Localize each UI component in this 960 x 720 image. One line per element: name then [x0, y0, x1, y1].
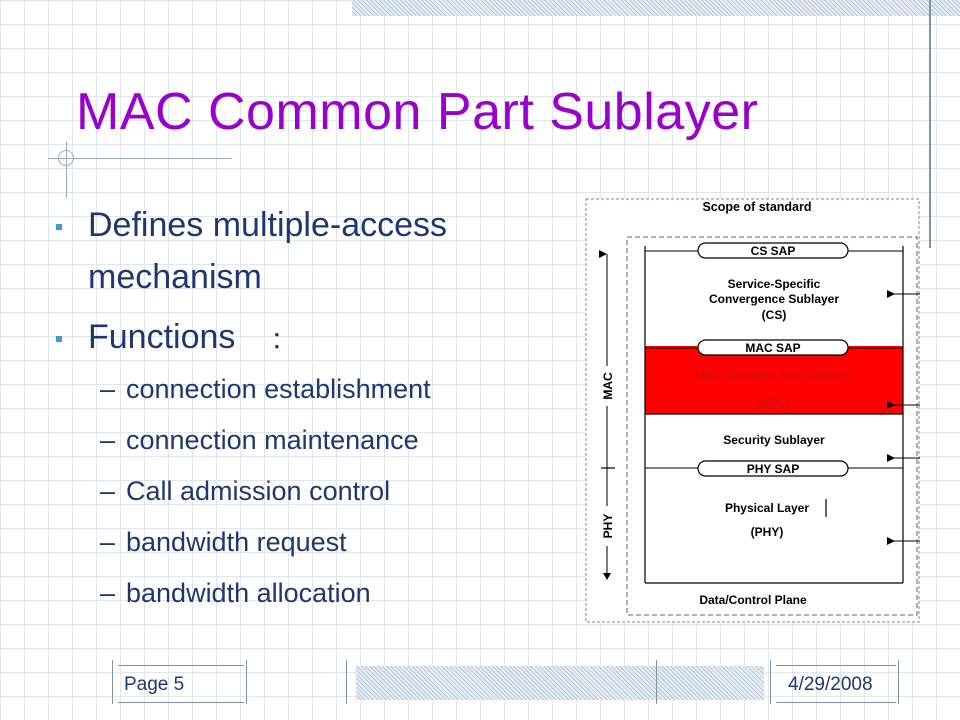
footer-page-number: Page 5	[124, 674, 185, 695]
sub-bullet: –bandwidth request	[100, 527, 347, 558]
cps-title-line1: MAC Common Part Sublayer	[696, 370, 853, 382]
mac-axis-label-bg	[599, 366, 615, 406]
phy-axis-label-bg	[599, 506, 615, 546]
sub-bullet-text: connection establishment	[126, 374, 431, 404]
footer-divider	[656, 660, 657, 704]
sub-bullet: –bandwidth allocation	[100, 578, 371, 609]
title-vertical-line	[66, 142, 67, 198]
sub-bullet: –Call admission control	[100, 476, 390, 507]
sub-bullet-text: bandwidth request	[126, 527, 347, 557]
dash-marker: –	[100, 527, 116, 557]
diagram-outer-frame	[585, 198, 920, 623]
scope-label: Scope of standard	[702, 200, 811, 214]
top-decoration	[352, 0, 960, 16]
cps-title-line2: (MPC)	[756, 398, 789, 410]
mac-axis-label: MAC	[601, 372, 615, 400]
protocol-stack-diagram: Scope of standard CS SAP Service-Specifi…	[585, 198, 920, 623]
title-ring-decoration	[58, 150, 74, 166]
data-control-plane-label: Data/Control Plane	[699, 593, 807, 607]
cs-sap-label: CS SAP	[751, 244, 796, 258]
phy-axis-label: PHY	[601, 514, 615, 539]
dash-marker: –	[100, 374, 116, 404]
title-underline	[48, 158, 232, 159]
right-decor-line	[929, 0, 931, 248]
phy-span-arrowhead	[603, 573, 611, 580]
footer-date-box	[776, 665, 896, 703]
phy-title-line1: Physical Layer	[725, 501, 809, 515]
mac-sap-pill	[697, 339, 849, 356]
phy-sap-pill	[697, 460, 849, 477]
footer-divider	[246, 660, 247, 704]
sub-bullet-text: connection maintenance	[126, 425, 419, 455]
security-sublayer-label: Security Sublayer	[723, 433, 825, 447]
bullet-text: Functions ：	[88, 316, 295, 362]
mpc-highlight	[645, 346, 903, 414]
bullet-text: Defines multiple-access	[88, 206, 448, 244]
sub-bullet-text: Call admission control	[126, 476, 391, 506]
bullet-marker	[56, 224, 62, 230]
dash-marker: –	[100, 578, 116, 608]
footer-divider	[112, 660, 113, 704]
bullet-colon: ：	[270, 327, 295, 354]
bullet-label: Functions	[88, 318, 236, 356]
footer-divider	[770, 660, 771, 704]
footer-divider	[346, 660, 347, 704]
sub-bullet: –connection establishment	[100, 374, 431, 405]
sub-bullet: –connection maintenance	[100, 425, 419, 456]
dash-marker: –	[100, 425, 116, 455]
sub-bullet-text: bandwidth allocation	[126, 578, 371, 608]
slide-title: MAC Common Part Sublayer	[76, 83, 759, 141]
bullet-marker	[56, 336, 62, 342]
cs-sap-pill	[697, 242, 849, 259]
scope-dashed-box	[626, 236, 918, 616]
dash-marker: –	[100, 476, 116, 506]
cs-title-line3: (CS)	[762, 308, 787, 322]
footer-divider	[898, 660, 899, 704]
cs-title-line1: Service-Specific	[728, 277, 821, 291]
mac-sap-label: MAC SAP	[745, 341, 800, 355]
footer-page-box	[118, 665, 244, 703]
phy-title-line2: (PHY)	[751, 525, 784, 539]
footer-date: 4/29/2008	[788, 674, 873, 695]
bullet-text-continuation: mechanism	[88, 258, 262, 296]
cs-title-line2: Convergence Sublayer	[709, 292, 839, 306]
footer-center-band	[356, 666, 764, 700]
phy-sap-label: PHY SAP	[747, 462, 799, 476]
